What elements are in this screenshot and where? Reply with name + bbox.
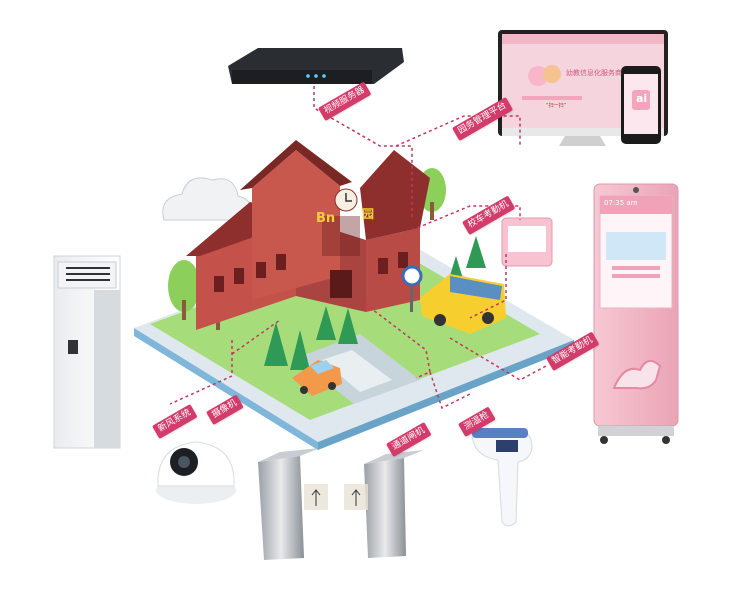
phone-device [621, 66, 661, 144]
monitor-screen-button: “扫一扫” [546, 103, 567, 109]
school-sign-char: 园 [362, 207, 374, 221]
school-building [186, 140, 430, 330]
school-bus [420, 274, 506, 334]
monitor-screen-title: 幼教信息化服务商 [566, 69, 622, 77]
cloud-moon [162, 150, 252, 221]
bus-attendance-device [501, 217, 553, 267]
kiosk-time: 07:35 am [604, 199, 638, 207]
turnstile-gate [258, 448, 424, 560]
video-server-device [228, 48, 404, 84]
smart-attendance-kiosk [593, 183, 679, 444]
bus-stop-sign [401, 265, 423, 312]
phone-logo: ai [636, 92, 648, 105]
school-sign-letters: Bn [316, 211, 335, 226]
car [292, 360, 342, 396]
fresh-air-unit [53, 255, 121, 449]
dome-camera [156, 441, 236, 504]
thermometer-gun [471, 427, 533, 527]
